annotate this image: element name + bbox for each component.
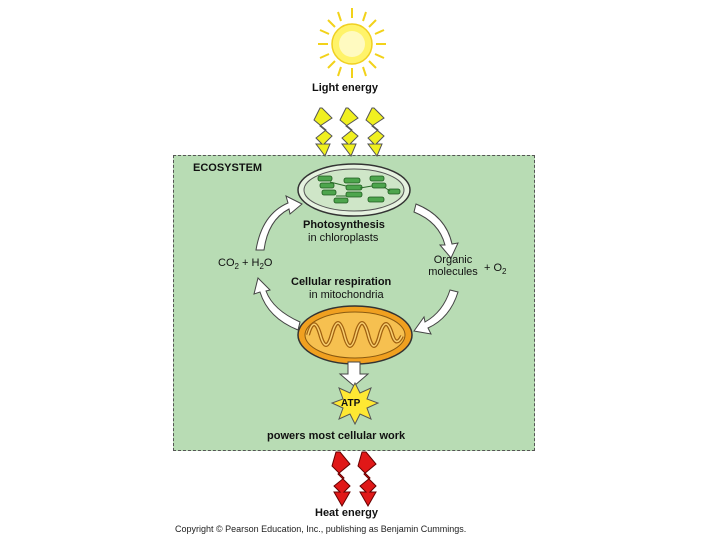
co2-h2o-label: CO2 + H2O [218, 257, 273, 271]
heat-energy-label: Heat energy [315, 507, 378, 519]
ecosystem-label: ECOSYSTEM [193, 162, 263, 174]
light-energy-label: Light energy [312, 82, 379, 94]
copyright-text: Copyright © Pearson Education, Inc., pub… [175, 524, 467, 534]
atp-burst-icon [330, 381, 380, 426]
in-chloroplasts-label: in chloroplasts [308, 232, 379, 244]
cycle-arrows [253, 195, 459, 335]
light-bolt-icon [313, 107, 385, 157]
powers-work-label: powers most cellular work [267, 430, 406, 442]
chloroplast-icon [297, 163, 411, 217]
sun-icon [318, 8, 386, 78]
photosynthesis-label: Photosynthesis [303, 219, 385, 231]
organic-molecules-label: Organic molecules [428, 254, 478, 278]
plus-o2-label: + O2 [484, 262, 507, 276]
mitochondrion-icon [297, 305, 413, 365]
in-mitochondria-label: in mitochondria [309, 289, 384, 301]
heat-bolt-icon [331, 451, 377, 508]
cellular-respiration-label: Cellular respiration [291, 276, 392, 288]
atp-label: ATP [341, 398, 361, 409]
down-arrow [338, 361, 370, 387]
